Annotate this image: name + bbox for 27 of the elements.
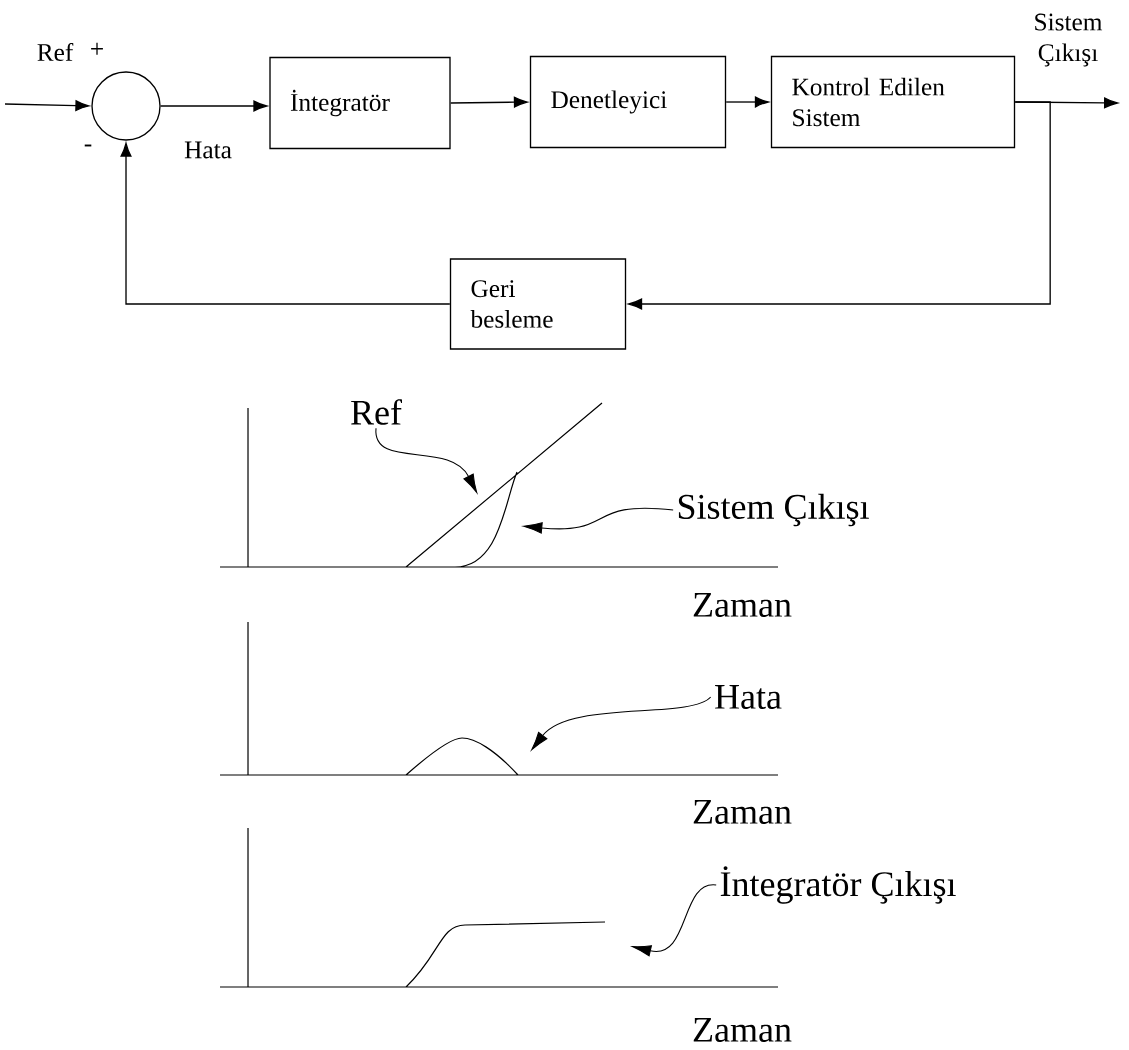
sign-label: - [84, 144, 92, 147]
block-box: Kontrol Edilen Sistem [770, 55, 1016, 149]
sign-label: + [91, 42, 103, 55]
leader-line [531, 696, 712, 751]
arrow [160, 100, 268, 112]
block-box: Denetleyici [529, 55, 727, 149]
text-label: Sistem Çıkışı [1035, 13, 1103, 67]
leader-line [632, 884, 717, 957]
arrow [120, 142, 451, 305]
text-label: Zaman [693, 1018, 792, 1042]
arrow [4, 100, 90, 112]
block-box: Geri besleme [449, 258, 627, 350]
text-label: Zaman [693, 593, 792, 617]
text-label: Ref [37, 42, 74, 62]
arrow [628, 101, 1051, 310]
curve-label: İntegratör Çıkışı [720, 866, 956, 904]
summing-junction [91, 71, 161, 141]
curve-label: Hata [715, 685, 782, 709]
curve-label: Ref [351, 399, 402, 425]
text-label: Hata [184, 141, 232, 159]
arrow [725, 96, 769, 108]
arrow [450, 96, 528, 108]
curve-label: Sistem Çıkışı [678, 493, 869, 527]
block-box: İntegratör [269, 56, 451, 150]
leader-line [375, 427, 478, 493]
text-label: Zaman [693, 800, 792, 824]
leader-line [523, 507, 674, 534]
